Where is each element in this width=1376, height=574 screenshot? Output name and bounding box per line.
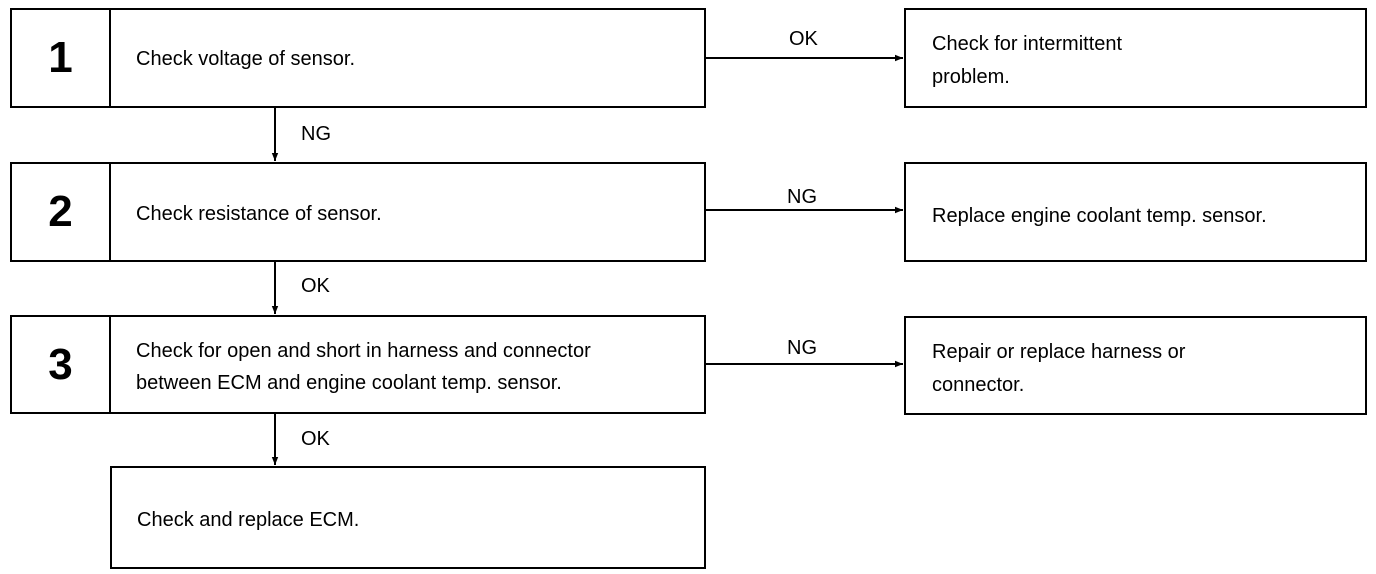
down-label-step1: NG xyxy=(301,123,331,145)
step-box-3: 3 Check for open and short in harness an… xyxy=(10,315,706,414)
step-box-1: 1 Check voltage of sensor. xyxy=(10,8,706,108)
step-number-2: 2 xyxy=(12,164,111,260)
outcome-text-1-line1: Check for intermittent xyxy=(932,33,1123,55)
step-text-1: Check voltage of sensor. xyxy=(136,48,356,70)
branch-label-step2: NG xyxy=(787,186,817,208)
outcome-box-3: Repair or replace harness or connector. xyxy=(904,316,1367,415)
step-text-3-line2: between ECM and engine coolant temp. sen… xyxy=(136,372,562,394)
outcome-text-2: Replace engine coolant temp. sensor. xyxy=(932,205,1267,227)
step-text-2: Check resistance of sensor. xyxy=(136,203,382,225)
outcome-box-1: Check for intermittent problem. xyxy=(904,8,1367,108)
outcome-text-3-line2: connector. xyxy=(932,374,1025,396)
down-label-step2: OK xyxy=(301,275,330,297)
outcome-text-1-line2: problem. xyxy=(932,66,1010,88)
final-action-text: Check and replace ECM. xyxy=(137,509,360,531)
step-text-3-line1: Check for open and short in harness and … xyxy=(136,340,591,362)
step-number-3: 3 xyxy=(12,317,111,412)
step-box-2: 2 Check resistance of sensor. xyxy=(10,162,706,262)
outcome-box-2: Replace engine coolant temp. sensor. xyxy=(904,162,1367,262)
outcome-text-3-line1: Repair or replace harness or xyxy=(932,341,1186,363)
step-number-1: 1 xyxy=(12,10,111,106)
branch-label-step3: NG xyxy=(787,337,817,359)
branch-label-step1: OK xyxy=(789,28,818,50)
down-label-step3: OK xyxy=(301,428,330,450)
final-action-box: Check and replace ECM. xyxy=(110,466,706,569)
